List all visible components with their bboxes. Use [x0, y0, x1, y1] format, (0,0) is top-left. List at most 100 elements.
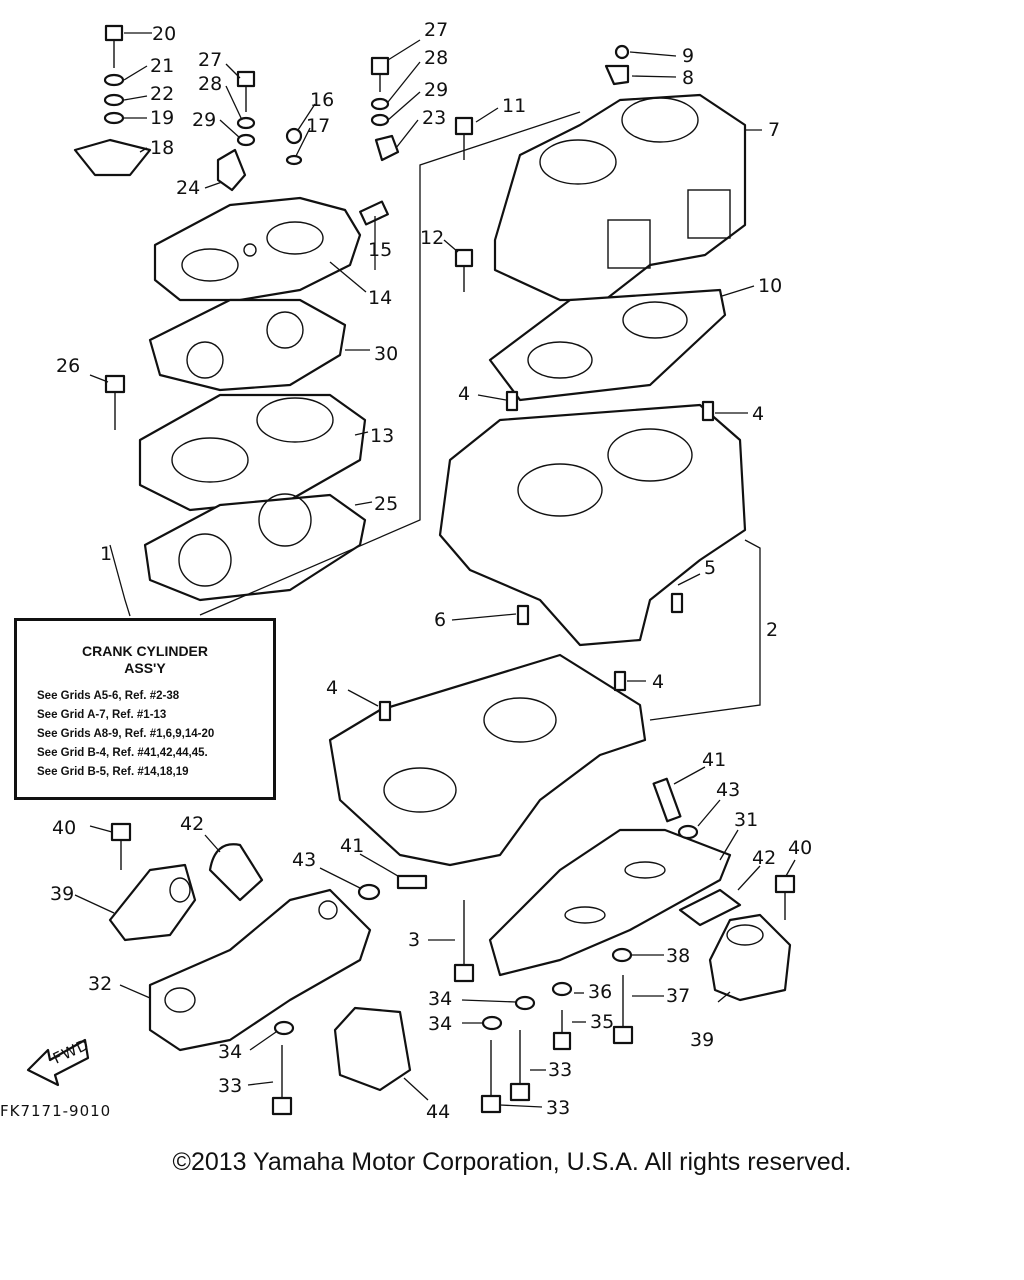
callout-36: 36 — [588, 981, 612, 1003]
callout-37: 37 — [666, 985, 690, 1007]
mount-bracket-31 — [488, 828, 732, 977]
note-line: See Grids A5-6, Ref. #2-38 — [37, 690, 180, 702]
cylinder-block — [493, 93, 747, 302]
spacer-42-left — [208, 843, 264, 902]
dowel-pin — [505, 390, 519, 412]
callout-11: 11 — [502, 95, 526, 117]
dowel-pin-5 — [670, 592, 684, 614]
callout-29-left: 29 — [192, 109, 216, 131]
callout-27-right: 27 — [424, 19, 448, 41]
callout-28-right: 28 — [424, 47, 448, 69]
mount-bracket-32 — [148, 888, 372, 1052]
callout-33a: 33 — [218, 1075, 242, 1097]
spacer-42-right — [678, 888, 742, 927]
callout-35: 35 — [590, 1011, 614, 1033]
callout-4d: 4 — [652, 671, 664, 693]
callout-17: 17 — [306, 115, 330, 137]
note-line: See Grid B-4, Ref. #41,42,44,45. — [37, 747, 208, 759]
crankcase-upper — [438, 403, 747, 647]
callout-42-left: 42 — [180, 813, 204, 835]
bolt-27-left — [236, 70, 256, 112]
bolt-12 — [454, 248, 474, 292]
fwd-arrow-icon: FWD — [26, 1035, 92, 1087]
callout-13: 13 — [370, 425, 394, 447]
bolt-37 — [612, 975, 634, 1045]
bolt-33 — [480, 1040, 502, 1114]
engine-mount-left — [108, 863, 197, 942]
copyright-notice: ©2013 Yamaha Motor Corporation, U.S.A. A… — [172, 1148, 852, 1176]
callout-31: 31 — [734, 809, 758, 831]
dowel-pin — [378, 700, 392, 722]
assembly-line-1 — [199, 111, 581, 616]
callout-10: 10 — [758, 275, 782, 297]
callout-34a: 34 — [428, 988, 452, 1010]
washer-34 — [273, 1020, 295, 1036]
callout-25: 25 — [374, 493, 398, 515]
clip-8 — [604, 64, 630, 86]
damper-44 — [333, 1006, 412, 1092]
washer-28-left — [236, 116, 256, 130]
bolt-11 — [454, 116, 474, 160]
dowel-pin — [701, 400, 715, 422]
callout-24: 24 — [176, 177, 200, 199]
callout-30: 30 — [374, 343, 398, 365]
bolt-33 — [271, 1045, 293, 1116]
callout-18: 18 — [150, 137, 174, 159]
washer-17 — [285, 154, 303, 166]
clamp-24 — [216, 148, 247, 192]
bolt-41-left — [396, 874, 428, 890]
washer-28-right — [370, 97, 390, 111]
callout-43-left: 43 — [292, 849, 316, 871]
bolt-27-right — [370, 56, 390, 92]
washer-38 — [611, 947, 633, 963]
head-gasket-lower — [143, 493, 367, 602]
callout-43-right: 43 — [716, 779, 740, 801]
callout-15: 15 — [368, 239, 392, 261]
callout-5: 5 — [704, 557, 716, 579]
fitting-15 — [359, 200, 389, 226]
callout-1: 1 — [100, 543, 112, 565]
callout-34b: 34 — [428, 1013, 452, 1035]
bolt-33 — [509, 1030, 531, 1102]
callout-26: 26 — [56, 355, 80, 377]
figure-code: FK7171-9010 — [0, 1102, 111, 1120]
callout-23: 23 — [422, 107, 446, 129]
bolt-26 — [104, 374, 126, 430]
assembly-line-1-lead — [109, 544, 131, 617]
leader-lines — [74, 32, 796, 1108]
head-gasket-upper — [148, 298, 347, 392]
callout-29-right: 29 — [424, 79, 448, 101]
callout-3: 3 — [408, 929, 420, 951]
callout-6: 6 — [434, 609, 446, 631]
engine-mount-right — [708, 913, 792, 1002]
screw-16 — [285, 127, 303, 145]
bolt-3 — [453, 900, 475, 983]
bolt-20 — [104, 24, 124, 68]
callout-labels: 20 21 22 19 18 24 27 28 29 16 17 27 28 2… — [50, 19, 812, 1123]
note-line: See Grid A-7, Ref. #1-13 — [37, 709, 167, 721]
callout-39-right: 39 — [690, 1029, 714, 1051]
callout-9: 9 — [682, 45, 694, 67]
callout-16: 16 — [310, 89, 334, 111]
callout-39-left: 39 — [50, 883, 74, 905]
callout-38: 38 — [666, 945, 690, 967]
note-title: CRANK CYLINDER ASS'Y — [82, 643, 208, 676]
callout-33c: 33 — [546, 1097, 570, 1119]
callout-12: 12 — [420, 227, 444, 249]
cylinder-head-cover — [153, 196, 362, 302]
dowel-pin — [613, 670, 627, 692]
callout-19: 19 — [150, 107, 174, 129]
callout-4b: 4 — [752, 403, 764, 425]
bolt-40-left — [110, 822, 132, 870]
callout-2: 2 — [766, 619, 778, 641]
callout-44: 44 — [426, 1101, 450, 1123]
washer-29-left — [236, 133, 256, 147]
washer-22 — [103, 93, 125, 107]
washer-36 — [551, 981, 573, 997]
bracket-18 — [73, 138, 152, 177]
washer-29-right — [370, 113, 390, 127]
bolt-40-right — [774, 874, 796, 920]
callout-32: 32 — [88, 973, 112, 995]
callout-4c: 4 — [326, 677, 338, 699]
bolt-9 — [614, 44, 630, 60]
